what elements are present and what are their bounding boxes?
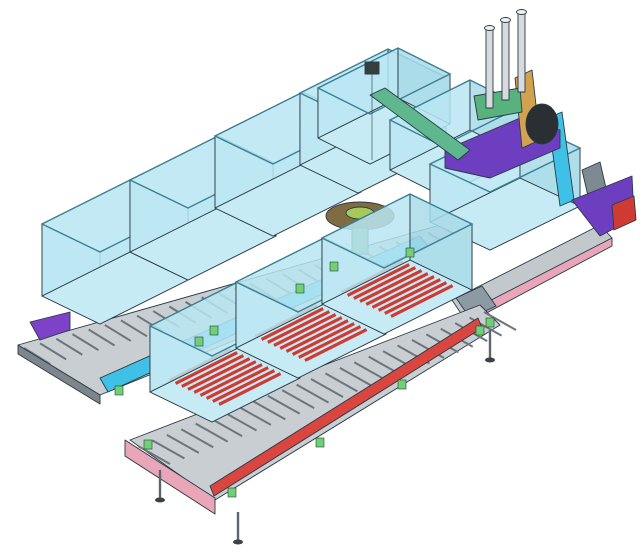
sensor-icon [364,61,380,75]
roller [310,378,344,398]
green-bracket [315,437,325,448]
roller [296,383,330,404]
roller [137,445,171,465]
conveyor-foot [233,539,243,545]
red-part [291,322,355,356]
roller [483,311,517,331]
red-part [285,319,349,353]
green-bracket [295,283,305,294]
roller [209,417,243,437]
gantry-poles [484,9,527,109]
red-part [359,269,423,303]
roller [353,361,387,382]
roller [151,439,185,460]
roller [324,372,358,393]
red-part [174,351,238,385]
green-bracket [143,439,153,450]
gantry-pole-cap [516,9,527,15]
red-part [279,316,343,350]
red-part [205,366,269,400]
conveyor-foot [155,497,165,503]
green-bracket [114,385,124,396]
green-bracket [485,317,495,328]
red-part [267,310,331,344]
roller [120,319,148,338]
roller [166,433,200,454]
roller [238,406,272,426]
red-part [298,325,362,359]
roller [39,342,67,361]
red-part [346,263,410,297]
bin [320,193,474,335]
roller [55,337,83,356]
front-bins [148,193,474,423]
roller [88,328,116,347]
red-part [260,307,324,341]
red-part [193,360,257,394]
linear-axis-red-end [611,195,637,231]
roller [267,394,301,415]
red-part [377,278,441,312]
roller [224,411,257,432]
red-part [390,284,454,318]
front-conveyor-legs [155,330,495,545]
green-bracket [405,247,415,258]
roller [23,347,51,365]
green-bracket [194,336,204,347]
green-brackets [114,247,495,498]
front-conveyor-pink-frame [124,439,216,515]
gantry-green-beam [369,87,471,161]
gantry-pole [501,19,510,101]
green-bracket [475,325,485,336]
gantry-pole-cap [500,17,511,23]
roller [252,400,286,421]
roller [281,389,315,410]
gantry-pole [485,27,494,109]
conveyor-foot [485,357,495,363]
green-bracket [209,325,219,336]
gantry-motor [525,103,559,145]
red-part [384,281,448,315]
roller [195,422,229,443]
red-part [199,363,263,397]
green-bracket [329,261,339,272]
red-part [212,369,276,403]
gantry-pole-cap [484,25,495,31]
gantry-robot [364,9,607,207]
back-conveyor-purple-rail [29,311,71,341]
red-part [187,357,251,391]
roller [71,333,99,352]
roller [104,324,132,342]
red-part [304,328,368,362]
roller [180,428,214,449]
green-bracket [227,487,237,498]
gantry-pole [517,11,526,93]
red-part [181,354,245,388]
front-conveyor [124,304,517,545]
red-part [353,266,417,300]
red-part [365,272,429,306]
red-part [371,275,435,309]
red-part [273,313,337,347]
roller [339,366,373,387]
green-bracket [397,379,407,390]
back-conveyor-base-rail [17,344,101,405]
red-part [218,372,282,406]
